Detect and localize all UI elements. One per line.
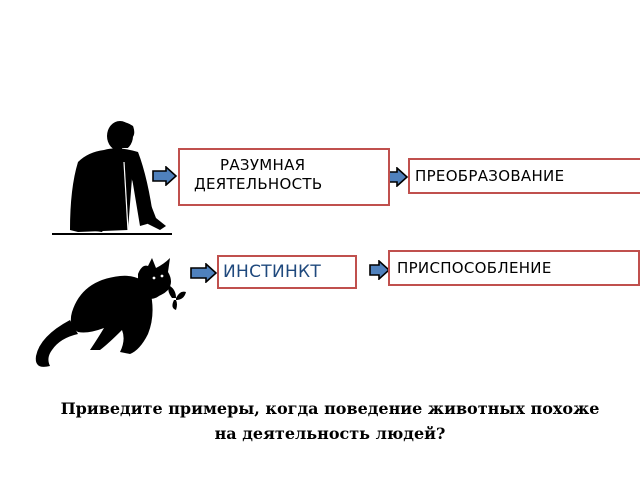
arrow-to-adapt-icon	[369, 260, 391, 280]
question-text: Приведите примеры, когда поведение живот…	[0, 396, 640, 446]
instinct-box: ИНСТИНКТ	[217, 255, 357, 289]
arrow-to-instinct-icon	[190, 263, 218, 283]
man-silhouette-icon	[52, 121, 172, 235]
transformation-box: ПРЕОБРАЗОВАНИЕ	[408, 158, 640, 194]
reasoning-activity-box: РАЗУМНАЯ ДЕЯТЕЛЬНОСТЬ	[178, 148, 390, 206]
question-line1: Приведите примеры, когда поведение живот…	[60, 399, 600, 418]
reasoning-line1: РАЗУМНАЯ	[220, 156, 306, 174]
arrow-to-reason-icon	[152, 166, 178, 186]
adaptation-label: ПРИСПОСОБЛЕНИЕ	[397, 259, 552, 277]
instinct-label: ИНСТИНКТ	[223, 262, 322, 282]
cat-silhouette-icon	[35, 258, 186, 367]
transformation-label: ПРЕОБРАЗОВАНИЕ	[415, 167, 565, 185]
adaptation-box: ПРИСПОСОБЛЕНИЕ	[388, 250, 640, 286]
reasoning-line2: ДЕЯТЕЛЬНОСТЬ	[194, 175, 323, 193]
question-line2: на деятельность людей?	[214, 424, 446, 443]
